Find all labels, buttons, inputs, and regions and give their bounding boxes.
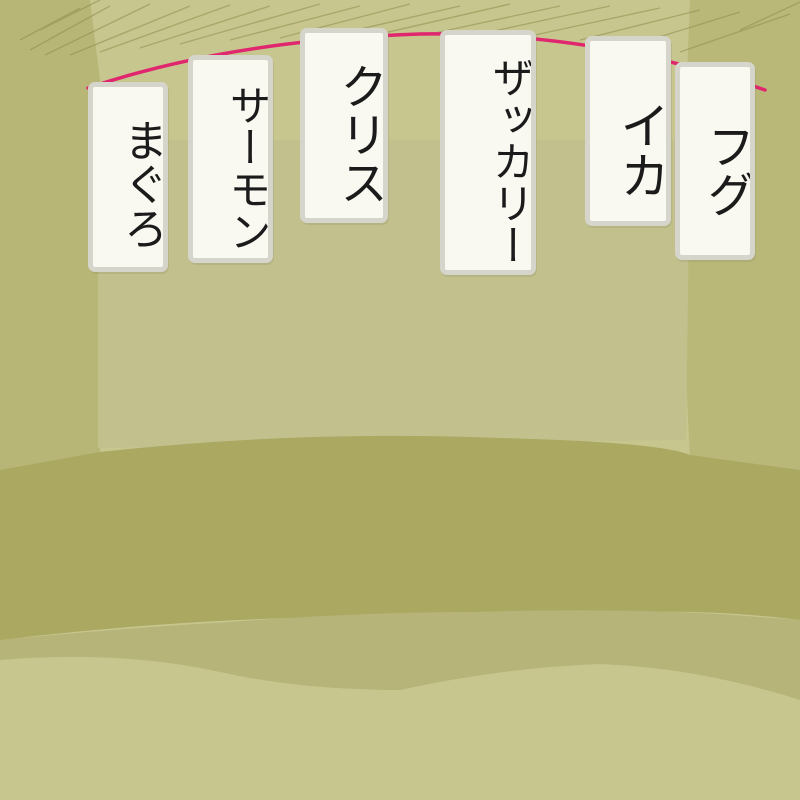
menu-tag-label: フグ (680, 67, 750, 255)
menu-tag-label: クリス (305, 33, 383, 218)
counter-band (0, 436, 800, 640)
menu-tag: サーモン (188, 55, 273, 263)
menu-tag-label: まぐろ (93, 87, 163, 267)
menu-tag: イカ (585, 36, 671, 226)
menu-tag: フグ (675, 62, 755, 260)
menu-tag-label: イカ (590, 41, 666, 221)
menu-tag-label: ザッカリー (445, 35, 531, 270)
menu-tag: まぐろ (88, 82, 168, 272)
menu-tag: クリス (300, 28, 388, 223)
menu-tag: ザッカリー (440, 30, 536, 275)
menu-tag-label: サーモン (193, 60, 268, 258)
